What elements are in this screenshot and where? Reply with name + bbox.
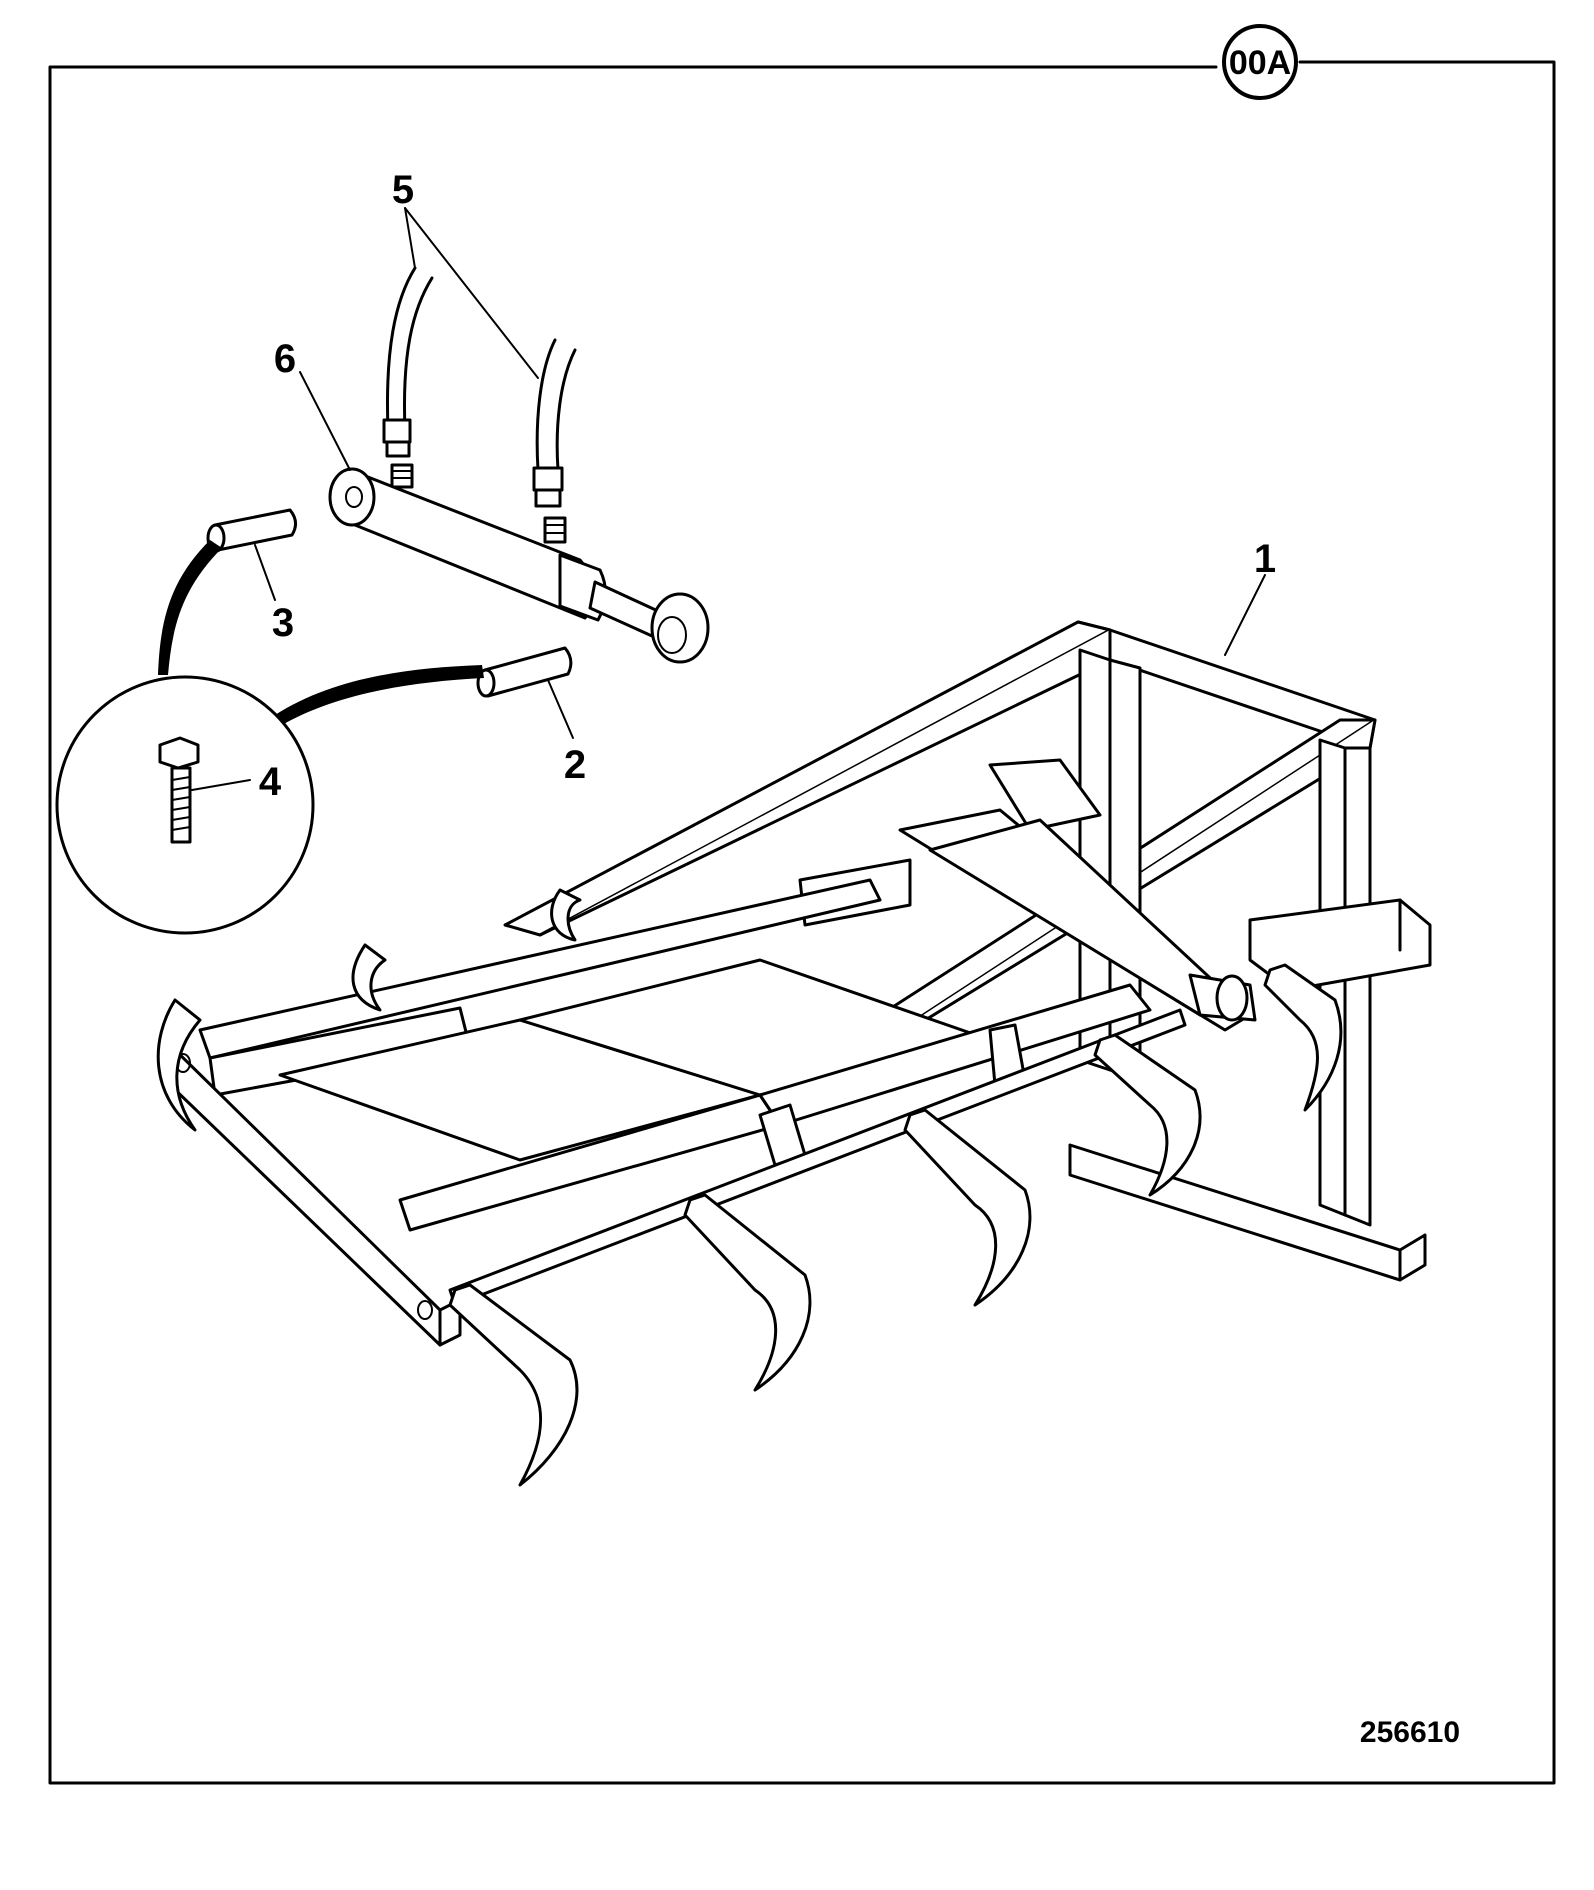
callout-1: 1 [1254,537,1276,581]
tines [156,888,1343,1487]
hydraulic-cylinder [328,266,710,664]
pin-2 [476,646,573,698]
callout-5: 5 [392,168,414,212]
drawing-number: 256610 [1360,1716,1460,1749]
bolt-detail-circle [55,540,484,935]
border-frame [48,60,1556,1785]
callout-2: 2 [564,743,586,787]
callout-4: 4 [259,760,282,804]
pin-3 [206,508,297,553]
page-badge: 00A [1222,24,1298,100]
rake-frame [156,620,1432,1487]
bolt-icon [158,736,200,844]
callout-3: 3 [272,601,294,645]
callout-6: 6 [274,337,296,381]
leader-lines [191,207,1266,791]
badge-label: 00A [1229,44,1291,82]
